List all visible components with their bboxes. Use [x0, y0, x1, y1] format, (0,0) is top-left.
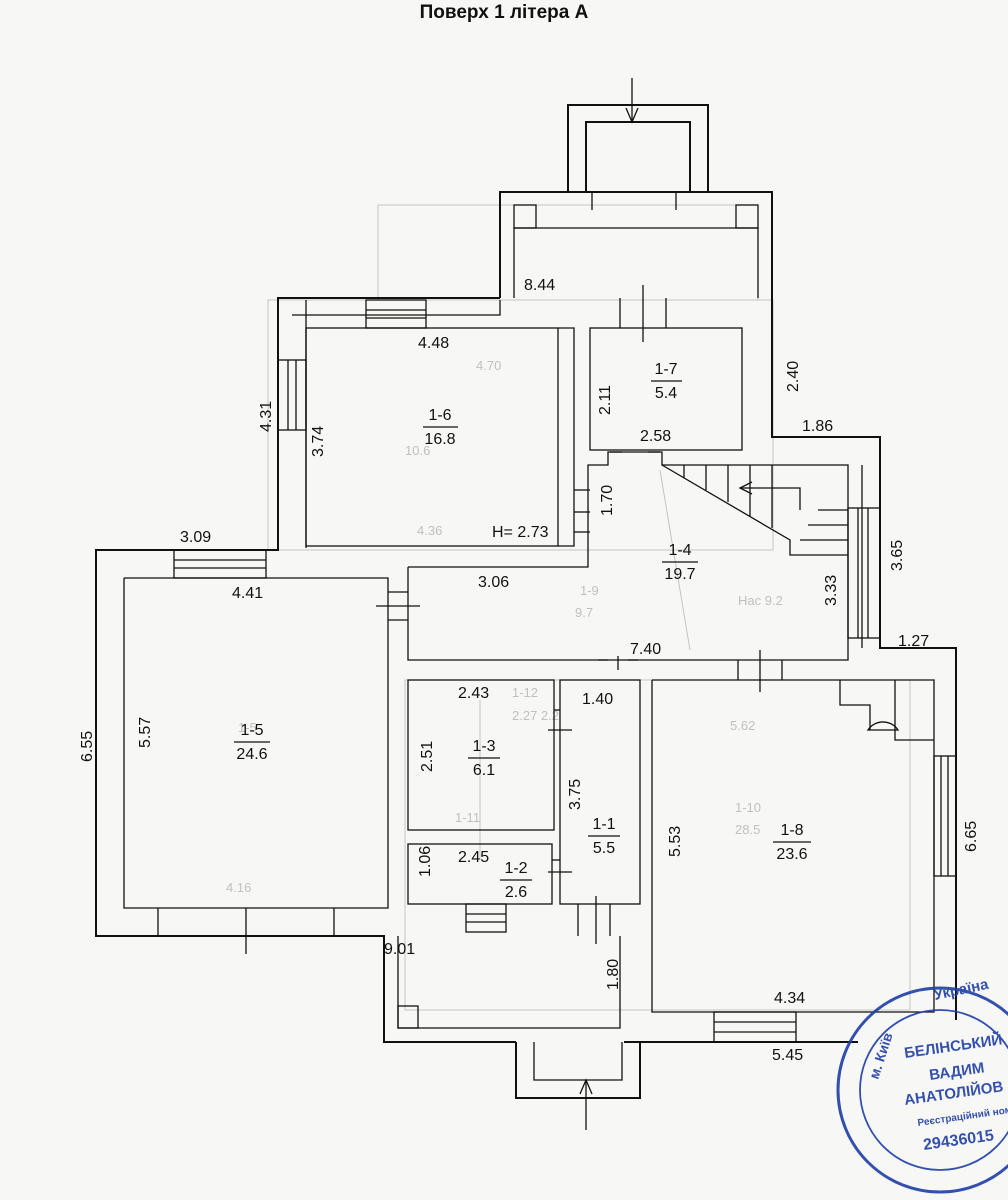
window-south-1-8 [713, 1011, 797, 1043]
svg-text:28.5: 28.5 [735, 822, 760, 837]
room-area: 23.6 [776, 846, 807, 863]
dimension-label: 6.65 [963, 821, 980, 852]
room-id: 1-2 [504, 860, 527, 877]
window-east-1-8 [933, 755, 957, 877]
svg-text:4.70: 4.70 [476, 358, 501, 373]
stamp-name-line1: БЕЛІНСЬКИЙ [903, 1030, 1003, 1062]
svg-text:1-12: 1-12 [512, 685, 538, 700]
window-south-1-5 [157, 908, 335, 936]
svg-text:Нас 9.2: Нас 9.2 [738, 593, 783, 608]
dimension-label: 4.48 [418, 335, 449, 352]
stamp-reg-number: 29436015 [922, 1127, 995, 1154]
room-id: 1-8 [780, 822, 803, 839]
dimension-label: 6.55 [79, 731, 96, 762]
room-1-5: 1-5 24.6 [234, 722, 270, 763]
room-area: 5.4 [655, 385, 677, 402]
stamp-city: м. Київ [866, 1030, 896, 1081]
dimension-label: 2.11 [597, 385, 614, 415]
window-north-1-5 [173, 549, 267, 579]
room-area: 24.6 [236, 746, 267, 763]
room-area: 19.7 [664, 566, 695, 583]
dimension-label: 9.01 [384, 941, 415, 958]
dimension-label: 1.40 [582, 691, 613, 708]
dimension-label: 5.45 [772, 1047, 803, 1064]
room-area: 2.6 [505, 884, 527, 901]
room-1-1: 1-1 5.5 [588, 816, 620, 857]
svg-text:1-5: 1-5 [238, 720, 257, 735]
room-id: 1-1 [592, 816, 615, 833]
dimension-label: 8.44 [524, 277, 555, 294]
dimension-label: 3.74 [310, 426, 327, 457]
svg-text:10.6: 10.6 [405, 443, 430, 458]
dimension-labels: 8.44 4.48 2.11 2.40 4.31 3.74 1.86 2.58 … [79, 277, 980, 1064]
dimension-label: 3.65 [889, 540, 906, 571]
stamp-country: Україна [932, 976, 990, 1004]
room-1-3: 1-3 6.1 [468, 738, 500, 779]
dimension-label: 2.58 [640, 428, 671, 445]
dimension-label: 1.86 [802, 418, 833, 435]
svg-text:2.27 2.2: 2.27 2.2 [512, 708, 559, 723]
room-1-7: 1-7 5.4 [651, 361, 682, 402]
dimension-label: 2.45 [458, 849, 489, 866]
dimension-label: 3.33 [823, 575, 840, 606]
windows [157, 299, 957, 1043]
room-id: 1-3 [472, 738, 495, 755]
room-id: 1-7 [654, 361, 677, 378]
dimension-label: 4.31 [258, 401, 275, 432]
dimension-label: 2.51 [419, 741, 436, 772]
dimension-label: 5.53 [667, 826, 684, 857]
window-east-stair [847, 507, 881, 639]
window-north-1-6 [365, 299, 427, 329]
walls [95, 78, 957, 1130]
dimension-label: 2.43 [458, 685, 489, 702]
room-area: 16.8 [424, 431, 455, 448]
room-area: 6.1 [473, 762, 495, 779]
dimension-label: 7.40 [630, 641, 661, 658]
dimension-label: 3.09 [180, 529, 211, 546]
room-1-4: 1-4 19.7 [662, 542, 698, 583]
dimension-label: 1.06 [417, 846, 434, 877]
room-1-6: 1-6 16.8 [423, 407, 458, 448]
window-west-1-6 [277, 359, 307, 431]
dimension-label: 3.75 [567, 779, 584, 810]
svg-text:1-11: 1-11 [455, 810, 480, 825]
room-id: 1-4 [668, 542, 691, 559]
dimension-label: 3.06 [478, 574, 509, 591]
room-id: 1-6 [428, 407, 451, 424]
room-id: 1-5 [240, 722, 263, 739]
dimension-label: 1.80 [605, 959, 622, 990]
page-title: Поверх 1 літера А [419, 2, 589, 23]
dimension-label: 1.27 [898, 633, 929, 650]
svg-text:4.16: 4.16 [226, 880, 251, 895]
svg-text:4.36: 4.36 [417, 523, 442, 538]
svg-text:1-10: 1-10 [735, 800, 761, 815]
dimension-label: 4.34 [774, 990, 805, 1007]
stamp-name-line2: ВАДИМ [928, 1059, 985, 1084]
stamp-reg-label: Реєстраційний ном [917, 1105, 1008, 1129]
svg-text:5.62: 5.62 [730, 718, 755, 733]
dimension-label: 4.41 [232, 585, 263, 602]
room-1-2: 1-2 2.6 [500, 860, 532, 901]
doors [245, 285, 783, 954]
dimension-label: 1.70 [599, 485, 616, 516]
svg-text:1-9: 1-9 [580, 583, 599, 598]
room-1-8: 1-8 23.6 [773, 822, 811, 863]
ghost-layer: 1-9 9.7 Нас 9.2 1-12 2.27 2.2 1-11 1-10 … [226, 204, 911, 1011]
svg-text:9.7: 9.7 [575, 605, 593, 620]
stamp-name-line3: АНАТОЛІЙОВ [903, 1077, 1005, 1109]
room-labels: 1-6 16.8 1-7 5.4 1-4 19.7 1-5 24.6 1-3 6… [234, 361, 811, 901]
room-area: 5.5 [593, 840, 615, 857]
notary-stamp: Україна м. Київ БЕЛІНСЬКИЙ ВАДИМ АНАТОЛІ… [836, 976, 1008, 1194]
dimension-label: 5.57 [137, 717, 154, 748]
ceiling-height: H= 2.73 [492, 524, 549, 541]
dimension-label: 2.40 [785, 361, 802, 392]
window-south-1-2 [465, 903, 507, 933]
